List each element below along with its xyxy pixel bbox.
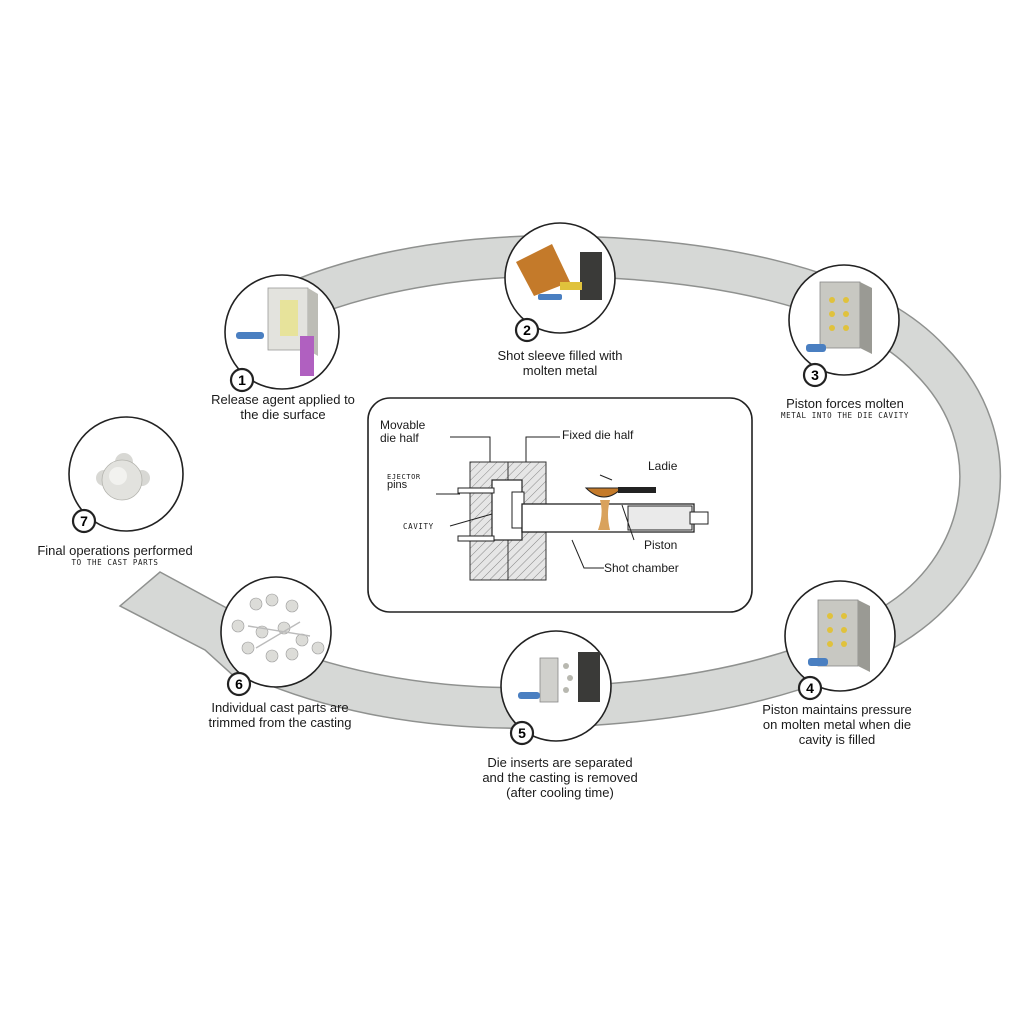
step-3-caption: Piston forces molten metal into the die … [760, 396, 930, 421]
label-fixed-die-half: Fixed die half [562, 428, 634, 442]
step-2-caption-line: Shot sleeve filled with [497, 348, 623, 363]
step-7-caption-small: to the cast parts [71, 558, 159, 567]
step-3-caption-small: metal into the die cavity [781, 411, 909, 420]
label-ladle: Ladie [648, 459, 678, 473]
step-2-number-badge [514, 317, 540, 343]
step-5-number: 5 [518, 725, 526, 741]
label-shot-chamber: Shot chamber [604, 561, 679, 575]
step-2-caption-line: molten metal [522, 363, 598, 378]
step-3-number: 3 [811, 367, 819, 383]
step-1-caption: Release agent applied to the die surface [188, 392, 378, 422]
step-2-caption: Shot sleeve filled with molten metal [470, 348, 650, 378]
step-7-illustration: 7 [68, 416, 184, 534]
label-movable-die-half: Movable die half [380, 419, 460, 445]
piston-block [627, 505, 693, 531]
step-2-number: 2 [523, 322, 531, 338]
step-6-caption: Individual cast parts are trimmed from t… [190, 700, 370, 730]
step-4-number-badge [797, 675, 823, 701]
step-5-number-badge [509, 720, 535, 746]
step-6-caption-line: Individual cast parts are [211, 700, 349, 715]
step-4-number: 4 [806, 680, 814, 696]
release-agent-icon [300, 336, 314, 376]
step-6-caption-line: trimmed from the casting [208, 715, 352, 730]
step-7-caption: Final operations performed to the cast p… [20, 543, 210, 568]
step-6-number: 6 [235, 676, 243, 692]
step-3-illustration: 3 [788, 264, 900, 388]
step-4-caption: Piston maintains pressure on molten meta… [742, 702, 932, 747]
step-3-caption-line: Piston forces molten [786, 396, 904, 411]
step-5-caption: Die inserts are separated and the castin… [460, 755, 660, 800]
ejector-pin [457, 535, 495, 542]
label-movable-die-line: Movable [380, 418, 426, 432]
step-5-caption-line: (after cooling time) [506, 785, 614, 800]
step-5-illustration: 5 [500, 630, 612, 746]
step-5-caption-line: Die inserts are separated [487, 755, 633, 770]
step-7-number: 7 [80, 513, 88, 529]
label-ejector-line: ejector [387, 473, 421, 481]
molten-metal-pour [598, 500, 610, 530]
label-piston: Piston [644, 538, 678, 552]
cast-part-icon [96, 453, 150, 501]
step-7-number-badge [71, 508, 97, 534]
step-2-illustration: 2 [504, 222, 616, 343]
ladle-icon [516, 244, 570, 296]
label-cavity: cavity [403, 522, 434, 531]
step-4-caption-line: Piston maintains pressure [762, 702, 912, 717]
step-1-number: 1 [238, 372, 246, 388]
step-5-caption-line: and the casting is removed [482, 770, 638, 785]
step-6-illustration: 6 [220, 576, 332, 697]
step-4-caption-line: cavity is filled [798, 732, 876, 747]
step-3-number-badge [802, 362, 828, 388]
sprayer-icon [236, 332, 264, 339]
step-4-illustration: 4 [784, 580, 896, 701]
label-movable-die-line: die half [380, 431, 419, 445]
step-1-caption-line: Release agent applied to [211, 392, 355, 407]
step-1-number-badge [229, 367, 255, 393]
machine-schematic [367, 397, 753, 613]
label-ejector-pins: ejector pins [387, 473, 437, 491]
label-ejector-line: pins [387, 479, 408, 491]
step-6-number-badge [226, 671, 252, 697]
step-1-caption-line: the die surface [240, 407, 326, 422]
ejector-pin [457, 487, 495, 494]
step-7-caption-line: Final operations performed [37, 543, 193, 558]
step-1-illustration: 1 [224, 274, 340, 393]
step-4-caption-line: on molten metal when die [762, 717, 912, 732]
